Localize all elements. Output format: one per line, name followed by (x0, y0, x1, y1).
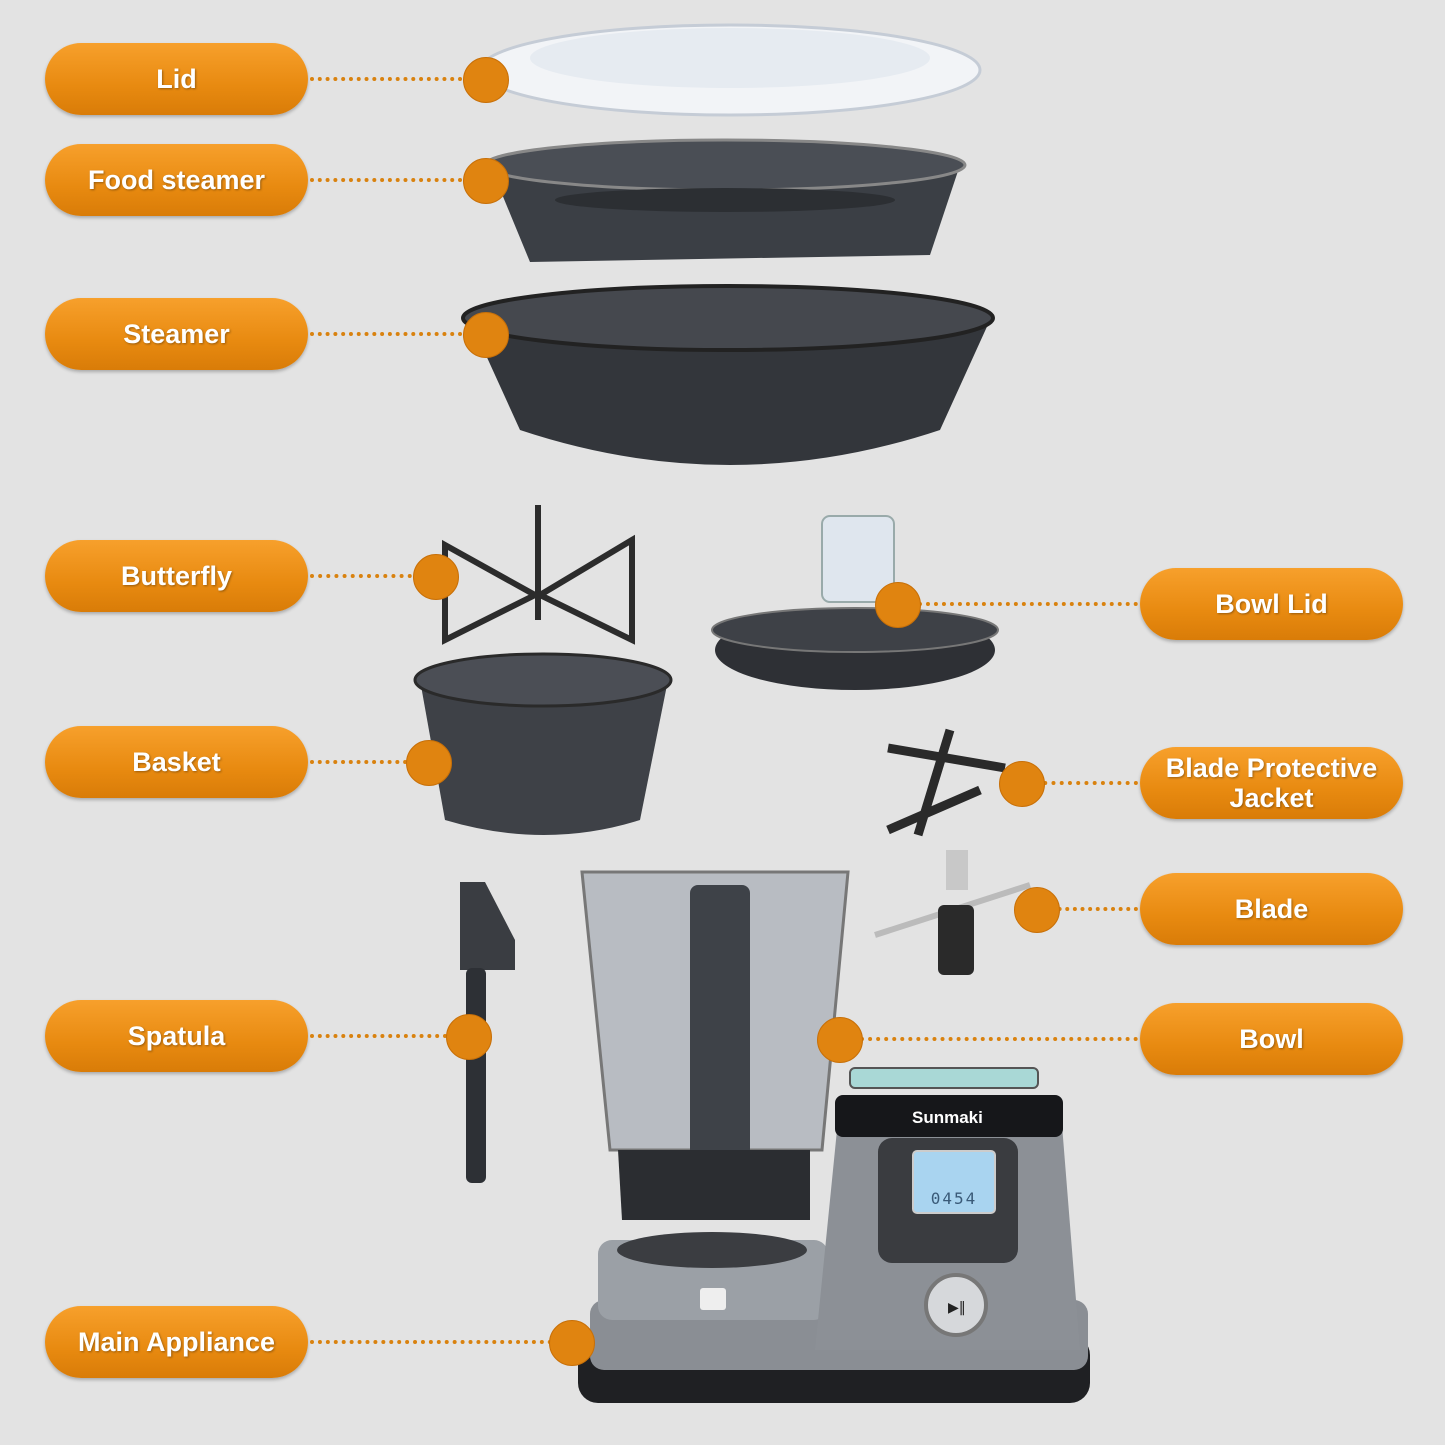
blade-protective-jacket-image (886, 728, 1006, 837)
marker-dot-steamer (463, 312, 509, 358)
leader-line-spatula (310, 1034, 455, 1038)
bowl-image (580, 870, 850, 1220)
label-steamer: Steamer (45, 298, 308, 370)
blade-image (874, 850, 1031, 975)
label-food-steamer: Food steamer (45, 144, 308, 216)
marker-dot-blade (1014, 887, 1060, 933)
leader-line-blade (1050, 907, 1138, 911)
marker-dot-main-appliance (549, 1320, 595, 1366)
steamer-image (461, 284, 995, 465)
brand-logo: Sunmaki (912, 1108, 983, 1127)
marker-dot-bowl (817, 1017, 863, 1063)
label-main-appliance: Main Appliance (45, 1306, 308, 1378)
leader-line-bowl (852, 1037, 1138, 1041)
marker-dot-food-steamer (463, 158, 509, 204)
label-bowl: Bowl (1140, 1003, 1403, 1075)
leader-line-basket (310, 760, 415, 764)
marker-dot-lid (463, 57, 509, 103)
food-steamer-image (483, 138, 967, 262)
label-lid: Lid (45, 43, 308, 115)
leader-line-lid (310, 77, 470, 81)
lid-image (478, 23, 982, 117)
leader-line-steamer (310, 332, 470, 336)
bowl-lid-image (711, 515, 999, 690)
marker-dot-butterfly (413, 554, 459, 600)
svg-text:▶‖: ▶‖ (948, 1300, 966, 1316)
marker-dot-spatula (446, 1014, 492, 1060)
label-butterfly: Butterfly (45, 540, 308, 612)
label-bowl-lid: Bowl Lid (1140, 568, 1403, 640)
butterfly-image (442, 505, 635, 645)
leader-line-food-steamer (310, 178, 470, 182)
leader-line-butterfly (310, 574, 420, 578)
marker-dot-bowl-lid (875, 582, 921, 628)
main-appliance-image: ▶‖ (578, 1067, 1090, 1403)
marker-dot-basket (406, 740, 452, 786)
leader-line-main-appliance (310, 1340, 560, 1344)
marker-dot-blade-protective-jacket (999, 761, 1045, 807)
label-blade-protective-jacket: Blade Protective Jacket (1140, 747, 1403, 819)
basket-image (413, 652, 673, 835)
lcd-display: 0454 (912, 1150, 996, 1214)
leader-line-bowl-lid (910, 602, 1138, 606)
leader-line-blade-protective-jacket (1035, 781, 1138, 785)
label-basket: Basket (45, 726, 308, 798)
label-spatula: Spatula (45, 1000, 308, 1072)
label-blade: Blade (1140, 873, 1403, 945)
